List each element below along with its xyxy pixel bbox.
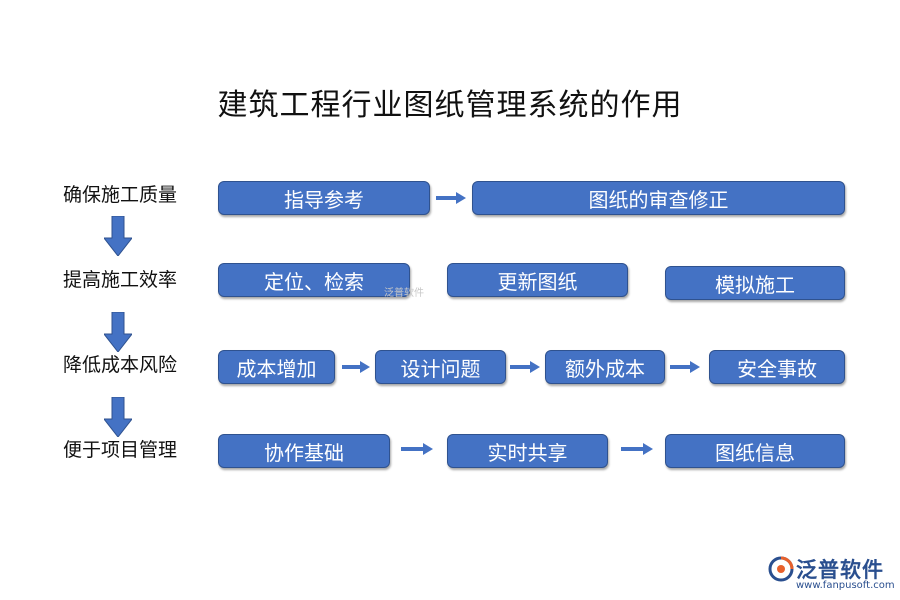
box-update-drawing: 更新图纸 (447, 263, 628, 297)
right-arrow-icon (401, 443, 433, 455)
row-label-cost-risk: 降低成本风险 (62, 354, 177, 376)
box-realtime-sharing: 实时共享 (447, 434, 608, 468)
box-locate-search: 定位、检索 (218, 263, 410, 297)
box-design-issue: 设计问题 (375, 350, 506, 384)
right-arrow-icon (621, 443, 653, 455)
box-simulate-construction: 模拟施工 (665, 266, 845, 300)
right-arrow-icon (342, 361, 370, 373)
box-collaboration-basis: 协作基础 (218, 434, 390, 468)
watermark-text: 泛普软件 (384, 288, 424, 299)
row-label-efficiency: 提高施工效率 (62, 269, 177, 291)
row-label-quality: 确保施工质量 (62, 184, 177, 206)
box-safety-accident: 安全事故 (709, 350, 845, 384)
row-label-management: 便于项目管理 (62, 439, 177, 461)
box-drawing-info: 图纸信息 (665, 434, 845, 468)
down-arrow-icon (104, 312, 132, 352)
box-extra-cost: 额外成本 (545, 350, 665, 384)
right-arrow-icon (670, 361, 700, 373)
box-cost-increase: 成本增加 (218, 350, 335, 384)
down-arrow-icon (104, 216, 132, 256)
right-arrow-icon (510, 361, 540, 373)
box-drawing-review: 图纸的审查修正 (472, 181, 845, 215)
logo-url: www.fanpusoft.com (796, 580, 895, 591)
down-arrow-icon (104, 397, 132, 437)
page-title: 建筑工程行业图纸管理系统的作用 (217, 88, 683, 123)
box-guide-reference: 指导参考 (218, 181, 430, 215)
brand-logo: 泛普软件 www.fanpusoft.com (768, 552, 895, 594)
right-arrow-icon (436, 192, 466, 204)
logo-name: 泛普软件 (796, 558, 884, 582)
fanpu-logo-icon (768, 556, 794, 582)
